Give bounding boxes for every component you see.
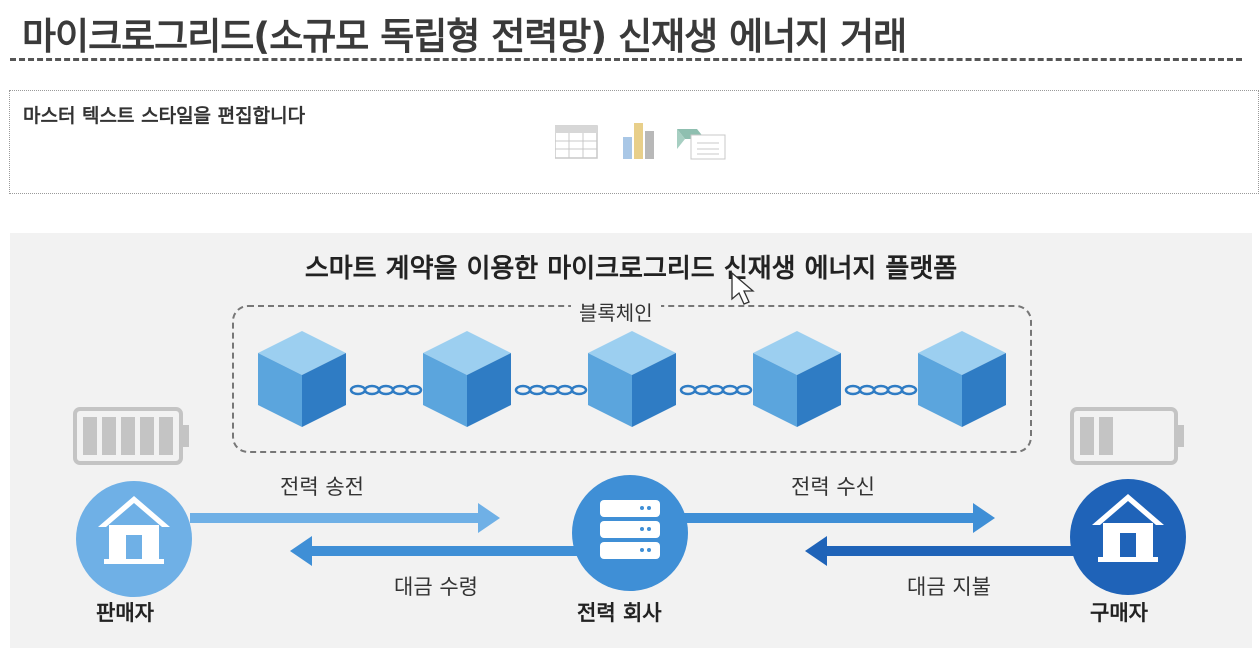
block-cube-4 [753, 331, 841, 427]
block-cube-3 [588, 331, 676, 427]
seller-battery-icon [73, 407, 189, 465]
seller-house-icon [76, 481, 192, 597]
label-power-send: 전력 송전 [280, 475, 364, 499]
arrow-power-receive [680, 503, 995, 533]
label-power-receive: 전력 수신 [791, 475, 875, 499]
power-company-label: 전력 회사 [577, 601, 662, 625]
arrow-power-send [190, 503, 500, 533]
content-placeholder[interactable]: 마스터 텍스트 스타일을 편집합니다 [9, 90, 1259, 194]
arrow-payment-receive [290, 536, 580, 566]
diagram-title: 스마트 계약을 이용한 마이크로그리드 신재생 에너지 플랫폼 [304, 254, 958, 284]
arrow-payment-pay [805, 536, 1080, 566]
label-payment-receive: 대금 수령 [394, 575, 478, 599]
slide-title[interactable]: 마이크로그리드(소규모 독립형 전력망) 신재생 에너지 거래 [22, 15, 907, 58]
block-cube-2 [423, 331, 511, 427]
diagram-graphics [73, 271, 1186, 597]
label-payment-pay: 대금 지불 [907, 575, 991, 599]
buyer-label: 구매자 [1090, 601, 1148, 625]
power-company-server-icon [572, 475, 688, 591]
mouse-cursor-icon [731, 271, 755, 305]
table-icon[interactable] [555, 125, 598, 159]
placeholder-text[interactable]: 마스터 텍스트 스타일을 편집합니다 [23, 105, 306, 127]
smartart-icon[interactable] [677, 129, 726, 160]
seller-label: 판매자 [96, 601, 154, 625]
block-cube-1 [258, 331, 346, 427]
block-cube-5 [918, 331, 1006, 427]
title-divider [10, 58, 1242, 61]
buyer-battery-icon [1070, 407, 1184, 465]
insert-content-icons [555, 123, 726, 160]
blockchain-label: 블록체인 [571, 297, 661, 326]
diagram-panel[interactable]: 스마트 계약을 이용한 마이크로그리드 신재생 에너지 플랫폼 블록체인 [10, 233, 1252, 648]
buyer-house-icon [1070, 479, 1186, 595]
chart-icon[interactable] [623, 123, 654, 159]
